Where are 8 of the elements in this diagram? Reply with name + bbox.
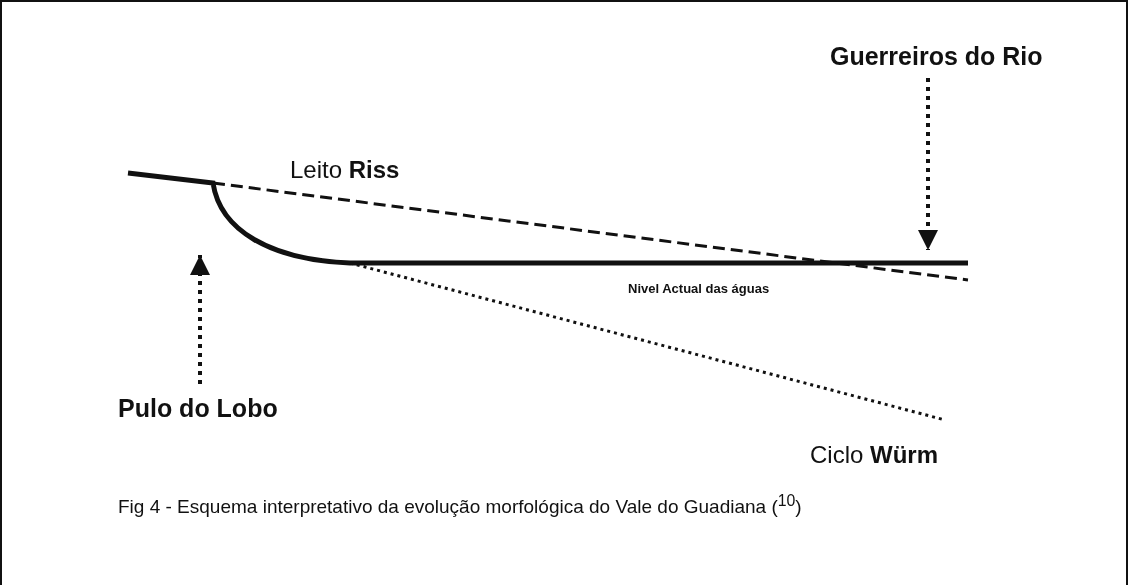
line-label: Nivel Actual das águas xyxy=(628,281,770,296)
figure-caption: Fig 4 - Esquema interpretativo da evolução morfológica do Vale do Guadiana ($^{10}$) xyxy=(118,492,802,519)
leader-line xyxy=(918,78,938,250)
place-label: Pulo do Lobo xyxy=(118,394,278,423)
line-label: Ciclo Würm xyxy=(810,441,938,469)
leader-line xyxy=(190,255,210,384)
place-label: Guerreiros do Rio xyxy=(830,42,1043,71)
line-label: Leito Riss xyxy=(290,156,400,184)
